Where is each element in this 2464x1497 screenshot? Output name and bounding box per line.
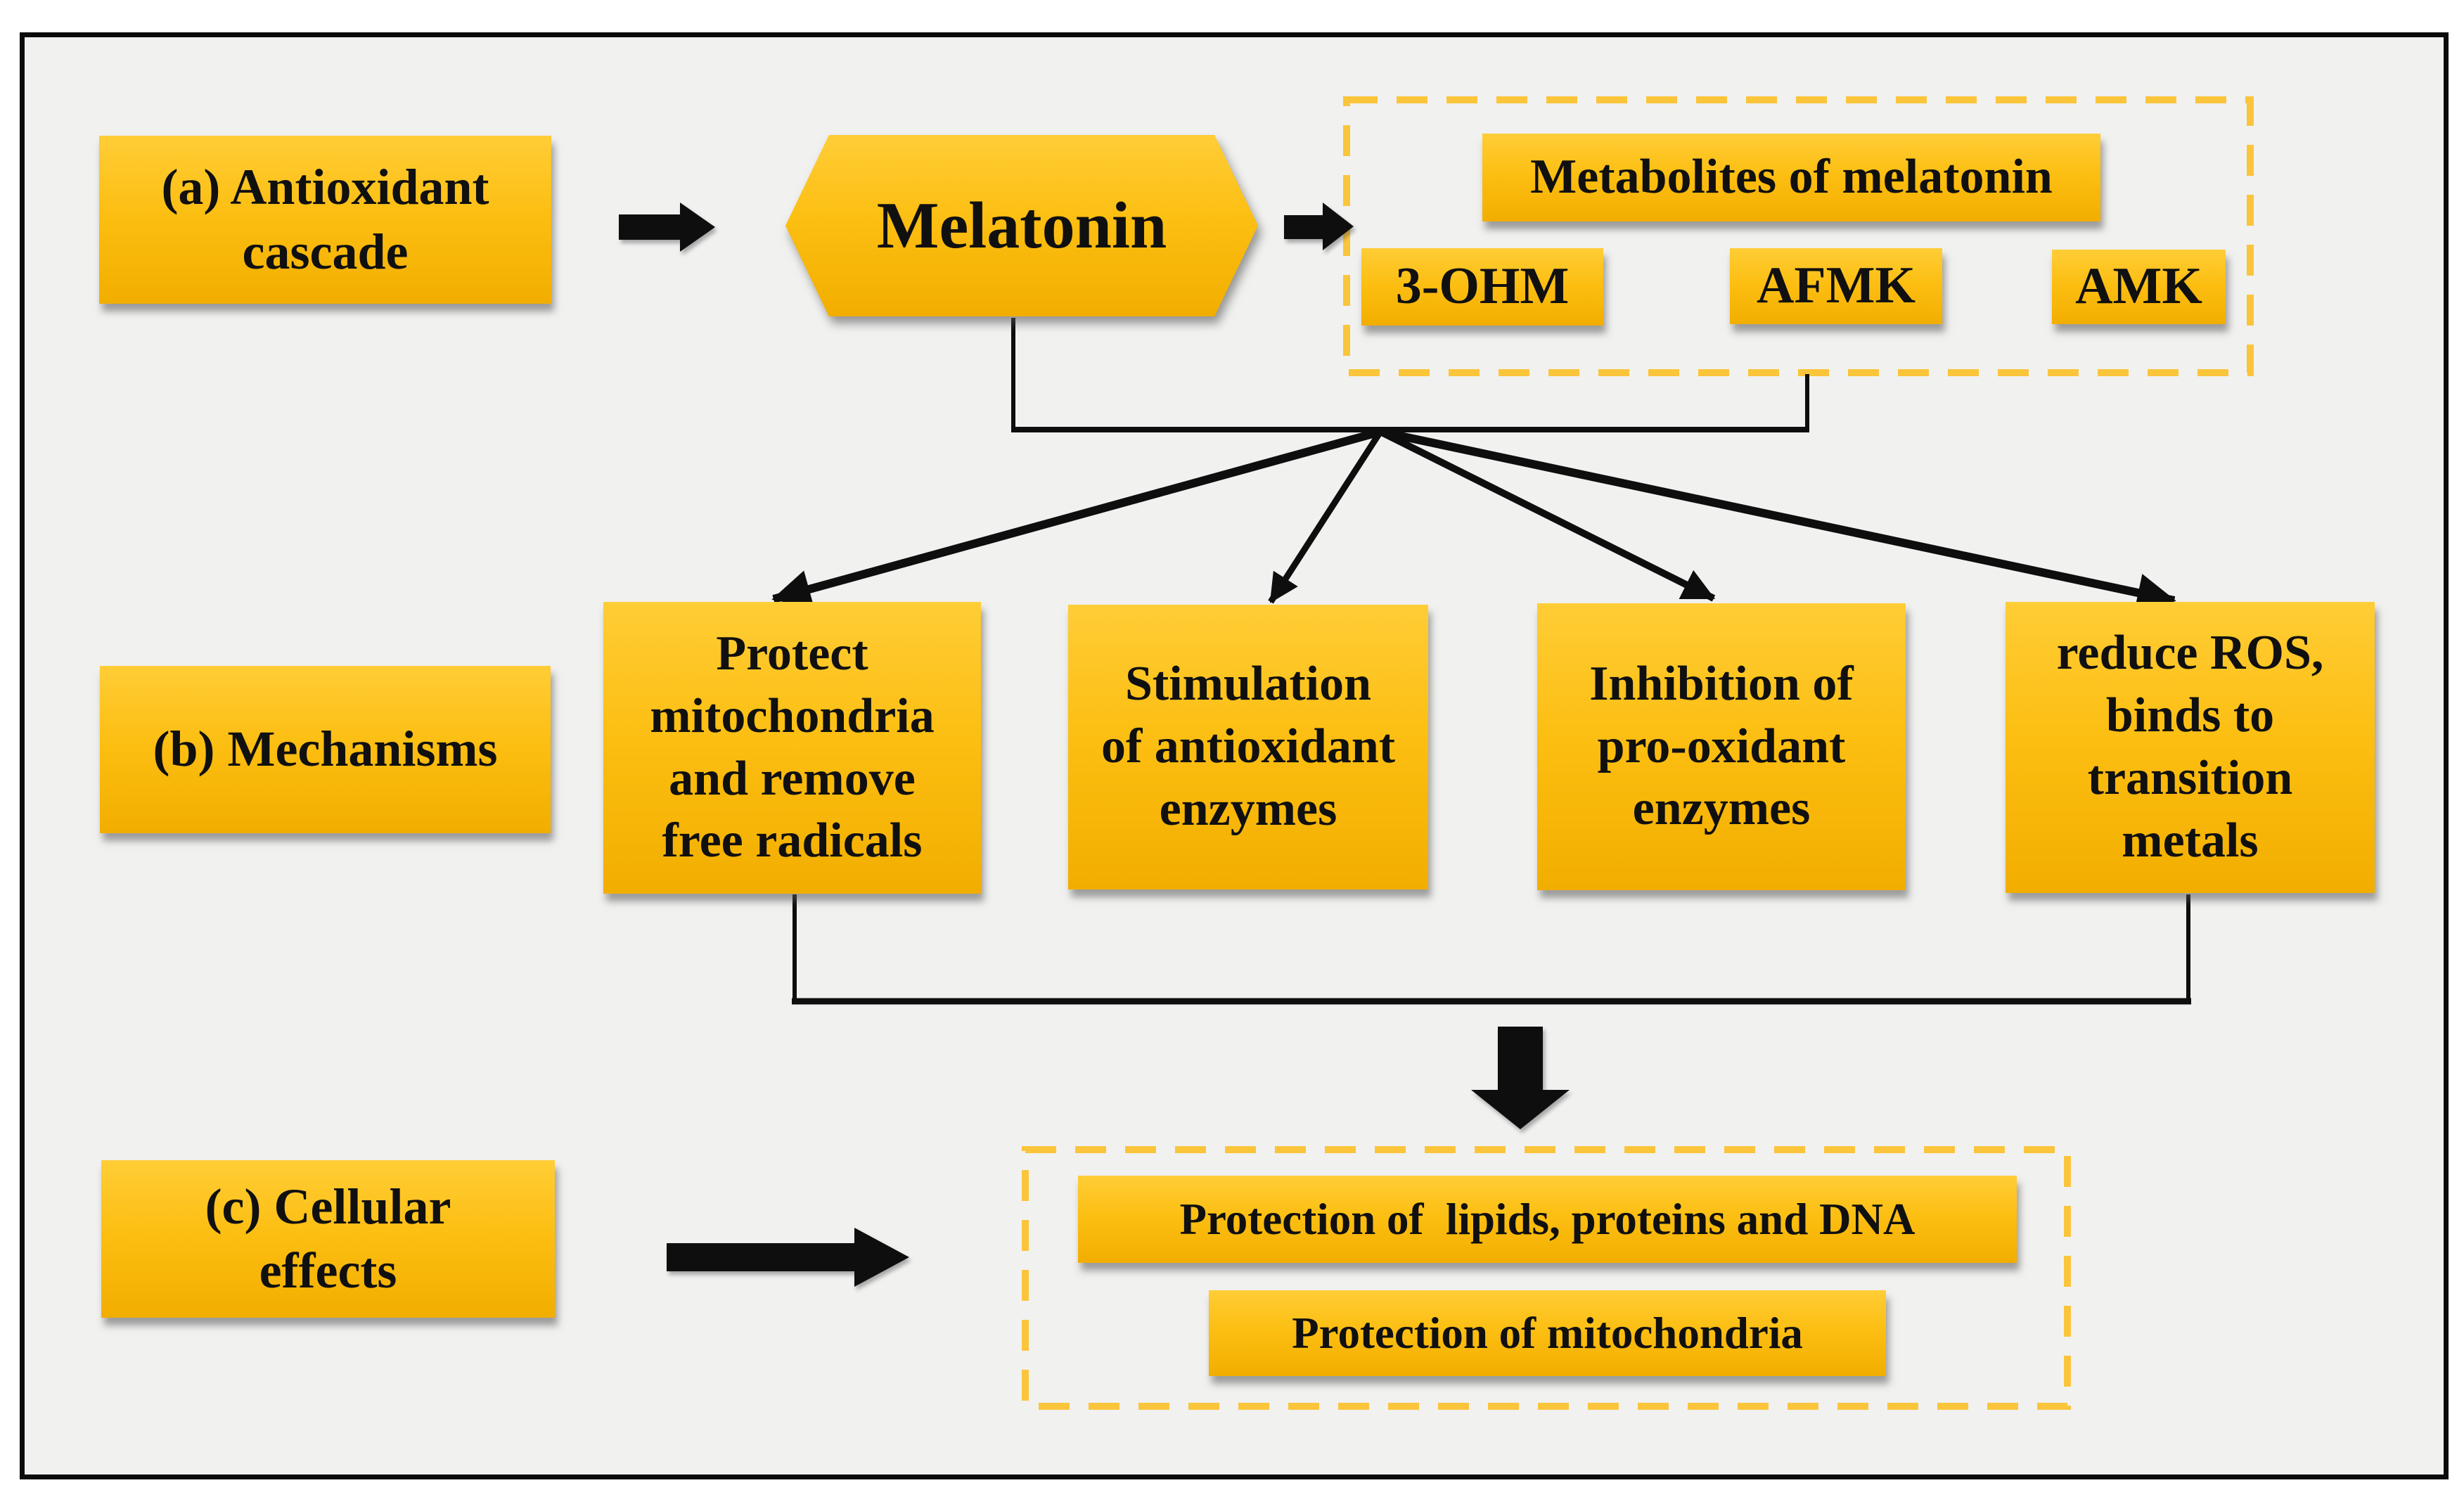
effect-mitochondria: Protection of mitochondria (1209, 1290, 1886, 1376)
effect-lipids-proteins-dna: Protection of lipids, proteins and DNA (1078, 1176, 2017, 1263)
melatonin-label: Melatonin (876, 189, 1167, 262)
metabolite-amk: AMK (2052, 250, 2226, 324)
melatonin-hexagon: Melatonin (785, 135, 1258, 316)
mechanism-box-3: Inhibition of pro-oxidant enzymes (1537, 603, 1906, 890)
mechanism-box-2: Stimulation of antioxidant enzymes (1068, 605, 1428, 889)
melatonin-hexagon-shape: Melatonin (785, 135, 1258, 316)
section-b-label: (b) Mechanisms (100, 666, 551, 833)
metabolite-3ohm: 3-OHM (1361, 248, 1603, 326)
section-c-label: (c) Cellular effects (101, 1160, 555, 1318)
metabolite-afmk: AFMK (1730, 248, 1942, 324)
section-a-label: (a) Antioxidant cascade (99, 136, 551, 304)
mechanism-box-1: Protect mitochondria and remove free rad… (603, 602, 981, 894)
metabolites-title: Metabolites of melatonin (1482, 134, 2100, 221)
mechanism-box-4: reduce ROS, binds to transition metals (2006, 602, 2375, 893)
